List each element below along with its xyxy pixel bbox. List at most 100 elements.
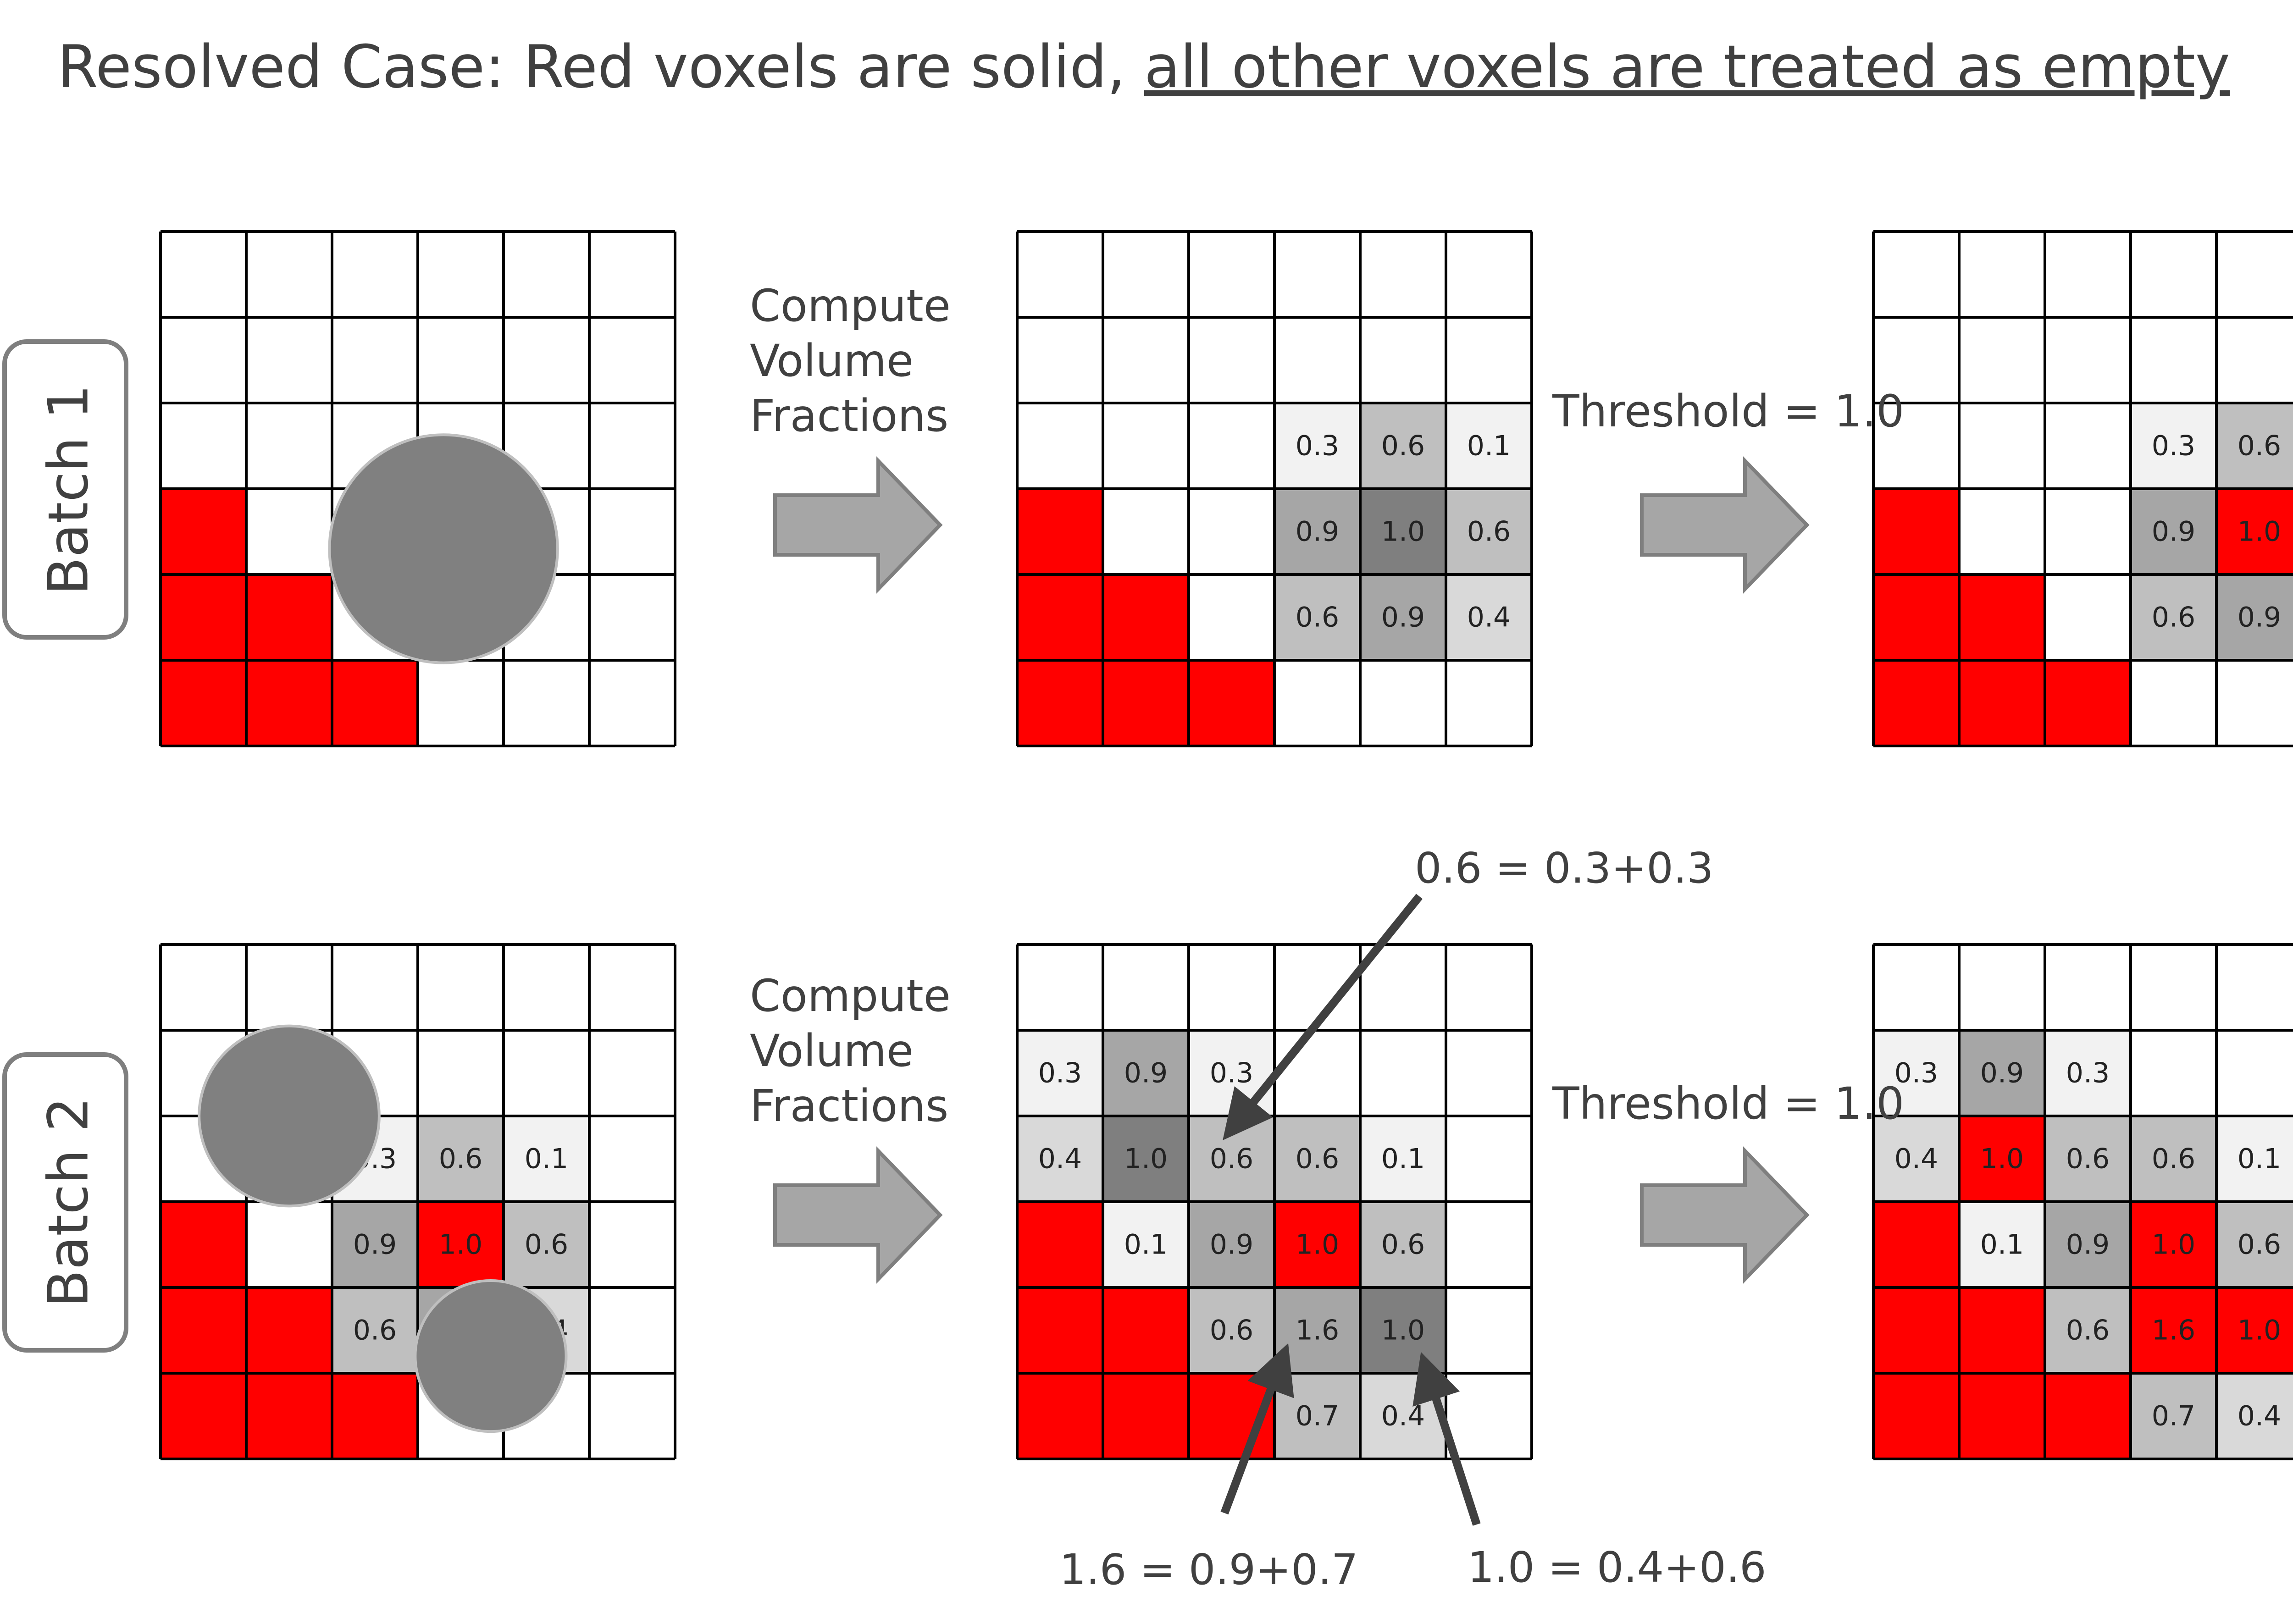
annotation-eq1: 0.6 = 0.3+0.3 <box>1415 844 1714 893</box>
cell-value: 0.6 <box>439 1143 482 1175</box>
solid-voxel <box>161 1202 246 1287</box>
fraction-cell <box>1360 489 1446 574</box>
cell-value: 0.6 <box>1467 516 1511 548</box>
solid-voxel <box>246 1287 332 1373</box>
solid-voxel <box>246 574 332 660</box>
cell-value: 0.1 <box>1381 1143 1425 1175</box>
cell-value: 0.7 <box>2152 1400 2195 1432</box>
cell-value: 0.9 <box>1296 516 1339 548</box>
cell-value: 0.9 <box>1124 1057 1168 1089</box>
threshold-label-batch-1: Threshold = 1.0 <box>1552 386 1904 437</box>
page-title: Resolved Case: Red voxels are solid, all… <box>57 33 2230 101</box>
cell-value: 0.1 <box>1980 1229 2024 1261</box>
fraction-cell <box>1103 1116 1189 1202</box>
cell-value: 0.6 <box>2238 430 2281 462</box>
cell-value: 0.6 <box>353 1315 397 1347</box>
solid-voxel <box>1873 1287 1959 1373</box>
cell-value: 1.0 <box>439 1229 482 1261</box>
solid-voxel <box>1103 574 1189 660</box>
fraction-cell <box>1360 574 1446 660</box>
batch-2-label: Batch 2 <box>37 1097 101 1307</box>
fraction-cell <box>1446 403 1532 489</box>
solid-voxel <box>1103 1287 1189 1373</box>
solid-voxel <box>246 660 332 746</box>
solid-voxel <box>1959 1287 2045 1373</box>
solid-voxel <box>161 660 246 746</box>
fraction-cell <box>504 1202 589 1287</box>
cell-value: 0.9 <box>2152 516 2195 548</box>
fraction-cell <box>1360 1116 1446 1202</box>
batch-1-threshold-grid: 0.30.60.10.91.00.60.60.90.4 <box>1872 230 2293 747</box>
cell-value: 0.7 <box>1296 1400 1339 1432</box>
cell-value: 0.3 <box>1894 1057 1938 1089</box>
fraction-cell <box>1017 1030 1103 1116</box>
annotation-eq2: 1.6 = 0.9+0.7 <box>1059 1545 1358 1594</box>
fraction-cell <box>418 1116 504 1202</box>
cell-value: 0.6 <box>1296 1143 1339 1175</box>
fraction-cell <box>1274 489 1360 574</box>
solid-voxel <box>1873 660 1959 746</box>
compute-arrow-batch-2 <box>773 1146 943 1284</box>
cell-value: 0.6 <box>525 1229 568 1261</box>
cell-value: 0.1 <box>1467 430 1511 462</box>
cell-value: 0.1 <box>525 1143 568 1175</box>
cell-value: 0.1 <box>1124 1229 1168 1261</box>
fraction-cell <box>1959 1202 2045 1287</box>
fraction-cell <box>2216 1202 2293 1287</box>
fraction-cell <box>2131 403 2216 489</box>
solid-voxel <box>1873 1373 1959 1459</box>
fraction-cell <box>332 1202 418 1287</box>
fraction-cell <box>2216 403 2293 489</box>
cell-value: 0.6 <box>2152 602 2195 634</box>
fraction-cell <box>1189 1202 1274 1287</box>
cell-value: 0.6 <box>1210 1315 1253 1347</box>
fraction-cell <box>1360 1202 1446 1287</box>
cell-value: 0.4 <box>1038 1143 1082 1175</box>
fraction-cell <box>1103 1202 1189 1287</box>
solid-voxel <box>1873 1202 1959 1287</box>
cell-value: 1.6 <box>2152 1315 2195 1347</box>
fraction-cell <box>1446 574 1532 660</box>
fraction-cell <box>2045 1116 2131 1202</box>
cell-value: 0.6 <box>2152 1143 2195 1175</box>
threshold-arrow-batch-1 <box>1640 456 1810 594</box>
cell-value: 1.6 <box>1296 1315 1339 1347</box>
fraction-cell <box>1017 1116 1103 1202</box>
solid-voxel <box>1103 1373 1189 1459</box>
fraction-cell <box>2131 1287 2216 1373</box>
cell-value: 0.4 <box>2238 1400 2281 1432</box>
fraction-cell <box>2131 1116 2216 1202</box>
fraction-cell <box>1274 574 1360 660</box>
cell-value: 0.9 <box>2238 602 2281 634</box>
solid-voxel <box>1873 489 1959 574</box>
fraction-cell <box>1959 1116 2045 1202</box>
cell-value: 0.6 <box>1296 602 1339 634</box>
solid-voxel <box>246 1373 332 1459</box>
cell-value: 1.0 <box>1381 1315 1425 1347</box>
fraction-cell <box>2131 489 2216 574</box>
cell-value: 0.9 <box>1381 602 1425 634</box>
solid-voxel <box>2045 660 2131 746</box>
particle-circle <box>414 1279 568 1433</box>
solid-voxel <box>1017 1373 1103 1459</box>
cell-value: 1.0 <box>2152 1229 2195 1261</box>
batch-2-input-grid: 0.30.60.10.91.00.60.60.90.4 <box>159 943 676 1460</box>
batch-1-label: Batch 1 <box>37 384 101 595</box>
particle-circle <box>328 433 559 664</box>
compute-label-batch-1: Compute Volume Fractions <box>750 280 964 442</box>
cell-value: 0.4 <box>1894 1143 1938 1175</box>
cell-value: 1.0 <box>1124 1143 1168 1175</box>
cell-value: 0.3 <box>2066 1057 2110 1089</box>
threshold-arrow-batch-2 <box>1640 1146 1810 1284</box>
solid-voxel <box>1017 489 1103 574</box>
solid-voxel <box>1017 574 1103 660</box>
fraction-cell <box>2131 574 2216 660</box>
fraction-cell <box>2216 489 2293 574</box>
solid-voxel <box>1959 574 2045 660</box>
solid-voxel <box>332 1373 418 1459</box>
cell-value: 1.0 <box>2238 1315 2281 1347</box>
cell-value: 1.0 <box>1296 1229 1339 1261</box>
solid-voxel <box>161 489 246 574</box>
